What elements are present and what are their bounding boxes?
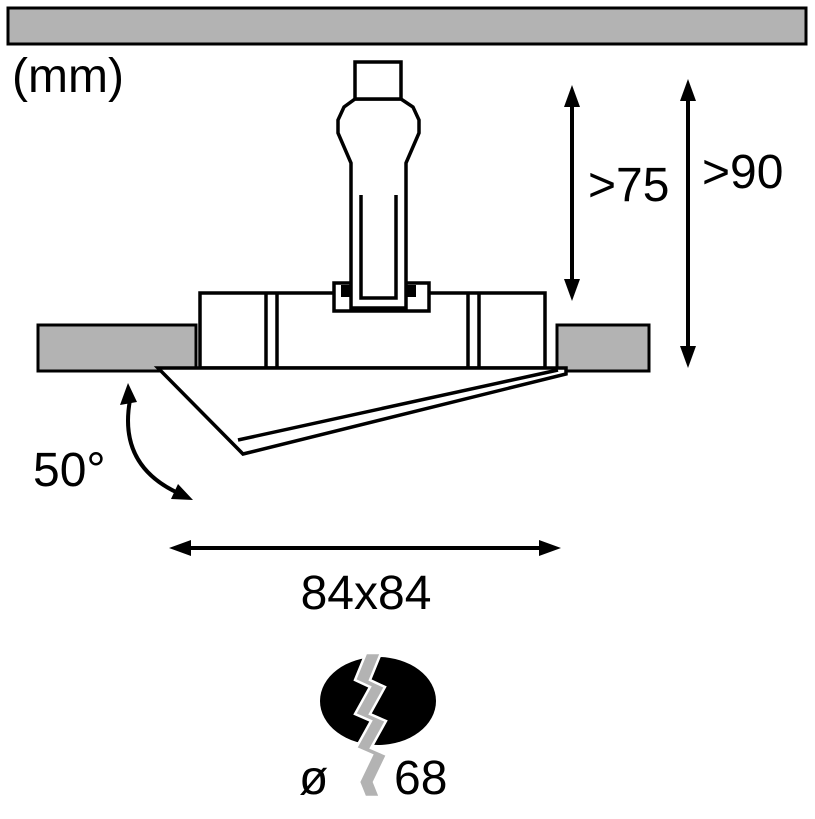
unit-label: (mm) [12,50,124,103]
dim-height-75: >75 [564,85,669,301]
plug-body [336,97,421,310]
dim-75-arrow-down-icon [564,279,580,301]
clamp-foot-right [406,285,416,297]
dim-84-arrow-right-icon [539,540,561,556]
dim-90-arrow-down-icon [680,346,696,368]
tilt-label: 50° [33,444,106,497]
break-line-zigzag-icon [353,651,389,799]
ceiling-bar [6,6,808,46]
ceiling-block-right [555,323,651,373]
dim-tilt-angle: 50° [33,383,193,500]
housing-divider-lines [264,293,481,368]
dim-90-label: >90 [702,146,783,199]
dim-height-90: >90 [680,79,783,368]
fixture-cross-section [36,60,651,456]
dim-face-size: 84x84 [169,540,561,620]
cutout-symbol: ø 68 [299,651,447,805]
clamp-foot-left [341,285,351,297]
tilt-arc-line [126,399,179,495]
dim-90-arrow-up-icon [680,79,696,101]
face-label: 84x84 [301,567,432,620]
dim-75-arrow-up-icon [564,85,580,107]
ceiling-block-left [36,323,198,373]
tilt-arrow-down-icon [171,484,193,500]
ceiling-bar-rect [6,6,808,46]
diameter-symbol-label: ø [299,752,328,805]
socket-inner [359,195,398,300]
dim-84-arrow-left-icon [169,540,191,556]
cable-entry [353,60,403,101]
tilted-trim-inner-line [237,368,559,442]
tilt-arrow-up-icon [120,383,137,405]
dim-75-label: >75 [588,159,669,212]
diameter-value-label: 68 [394,752,447,805]
